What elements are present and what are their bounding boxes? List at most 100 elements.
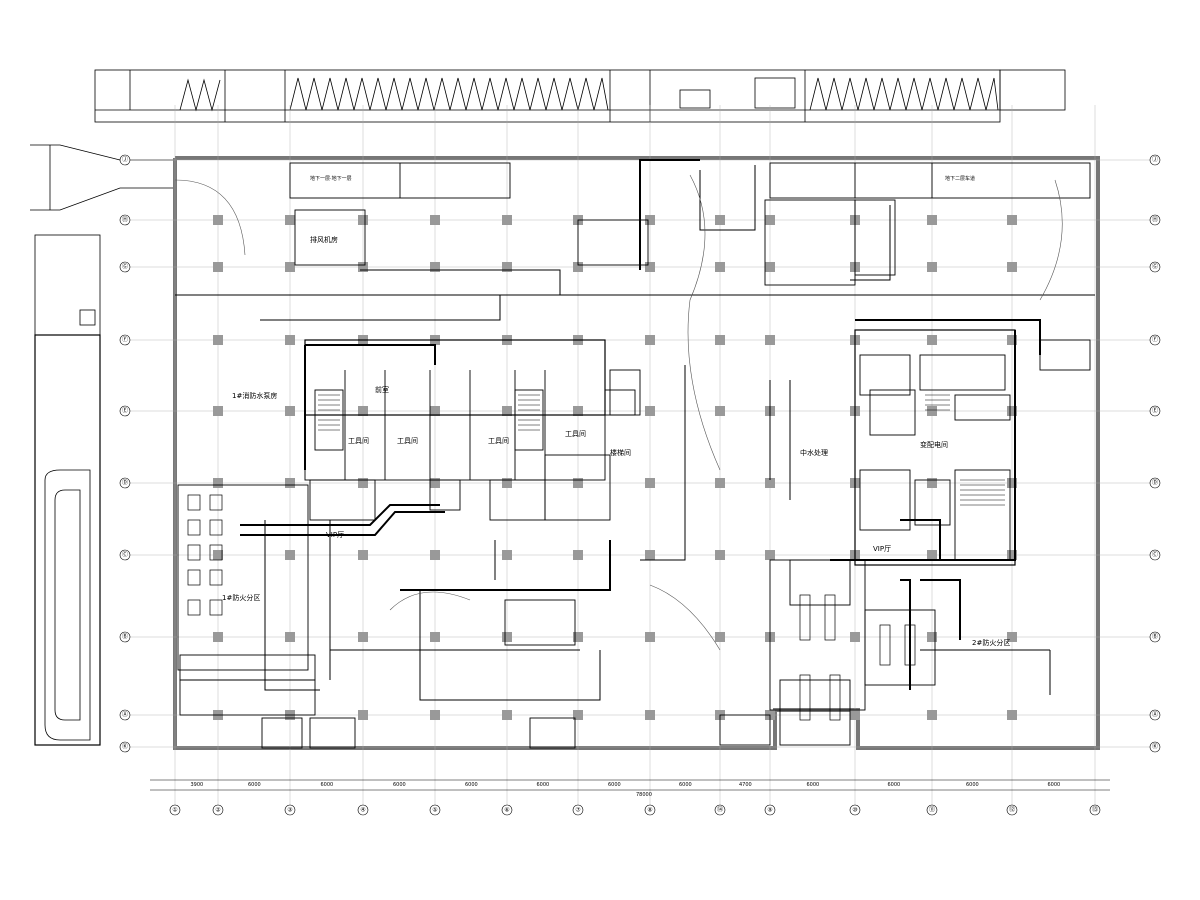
dimension-segment: 6000 bbox=[465, 782, 478, 788]
row-axis-label: Ⓐ bbox=[122, 711, 128, 719]
column bbox=[645, 262, 655, 272]
row-axis-bubble bbox=[1149, 154, 1161, 166]
dimension-segment: 6000 bbox=[679, 782, 692, 788]
column bbox=[358, 215, 368, 225]
room-label-vip-1: VIP厅 bbox=[326, 531, 344, 539]
row-axis-label: Ⓒ bbox=[1152, 551, 1158, 559]
column-axis-label: ⑥ bbox=[504, 807, 509, 814]
column bbox=[715, 335, 725, 345]
column bbox=[927, 632, 937, 642]
column bbox=[358, 262, 368, 272]
column-axis-label: ⑪ bbox=[929, 806, 935, 814]
row-axis-label: Ⓑ bbox=[1152, 633, 1158, 641]
dimension-line bbox=[150, 779, 1110, 791]
row-axis-bubble bbox=[119, 154, 131, 166]
row-axis-bubble bbox=[119, 741, 131, 753]
column bbox=[645, 632, 655, 642]
column bbox=[213, 262, 223, 272]
outer-wall bbox=[173, 156, 1100, 750]
column bbox=[645, 710, 655, 720]
row-axis-label: Ⓓ bbox=[1152, 479, 1158, 487]
column bbox=[430, 710, 440, 720]
row-axis-bubble bbox=[119, 334, 131, 346]
column bbox=[1007, 550, 1017, 560]
column bbox=[502, 262, 512, 272]
column bbox=[927, 215, 937, 225]
column-axis-label: ⑤ bbox=[432, 807, 437, 814]
column bbox=[645, 215, 655, 225]
column-axis-label: ⑦ bbox=[575, 807, 581, 814]
dimension-segment: 6000 bbox=[1048, 782, 1061, 788]
room-label-tool-2: 工具间 bbox=[397, 437, 418, 445]
dimension-segment: 6000 bbox=[321, 782, 334, 788]
column bbox=[213, 406, 223, 416]
column-axis-bubble bbox=[284, 804, 296, 816]
column bbox=[1007, 632, 1017, 642]
column bbox=[1007, 710, 1017, 720]
column bbox=[1007, 215, 1017, 225]
interior-walls bbox=[177, 162, 1091, 749]
column-axis-label: ⑨ bbox=[767, 807, 772, 814]
column bbox=[715, 478, 725, 488]
column bbox=[502, 550, 512, 560]
row-axis-label: Ⓚ bbox=[1152, 743, 1158, 751]
column bbox=[285, 335, 295, 345]
column bbox=[573, 710, 583, 720]
column bbox=[358, 478, 368, 488]
column bbox=[358, 550, 368, 560]
room-label-tool-3: 工具间 bbox=[488, 437, 509, 445]
column bbox=[502, 215, 512, 225]
room-label-top-a: 地下一层·地下一层 bbox=[310, 175, 352, 182]
dimension-segment: 4700 bbox=[739, 782, 752, 788]
row-axis-label: Ⓙ bbox=[122, 156, 128, 164]
zone-arcs bbox=[174, 174, 1063, 651]
column bbox=[715, 215, 725, 225]
column bbox=[927, 550, 937, 560]
row-axis-bubble bbox=[1149, 631, 1161, 643]
room-label-substation: 变配电间 bbox=[920, 440, 948, 449]
column bbox=[285, 262, 295, 272]
column-axis-bubble bbox=[764, 804, 776, 816]
room-label-pump-zone: 1#消防水泵房 bbox=[232, 391, 277, 400]
dimension-segment: 6000 bbox=[248, 782, 261, 788]
column bbox=[645, 335, 655, 345]
row-axis-label: Ⓗ bbox=[1152, 216, 1158, 224]
column bbox=[1007, 406, 1017, 416]
row-axis-label: Ⓕ bbox=[1152, 336, 1158, 344]
column bbox=[573, 478, 583, 488]
column-axis-bubble bbox=[572, 804, 584, 816]
row-axis-bubble bbox=[1149, 405, 1161, 417]
column bbox=[573, 262, 583, 272]
column bbox=[358, 632, 368, 642]
column bbox=[213, 215, 223, 225]
room-label-fire-zone-1: 1#防火分区 bbox=[222, 593, 260, 602]
row-axis-label: Ⓚ bbox=[122, 743, 128, 751]
room-labels: 1#消防水泵房 1#防火分区 2#防火分区 工具间 工具间 工具间 工具间 VI… bbox=[222, 175, 1010, 647]
column-axis-bubble bbox=[169, 804, 181, 816]
column-axis-label: ⑧ bbox=[647, 807, 652, 814]
dimension-segment: 6000 bbox=[888, 782, 901, 788]
column bbox=[715, 406, 725, 416]
column-axis-bubble bbox=[1089, 804, 1101, 816]
column-axis-label: ⑭ bbox=[717, 806, 723, 814]
column bbox=[358, 406, 368, 416]
column bbox=[573, 406, 583, 416]
dimension-total: 78000 bbox=[636, 792, 652, 798]
column-axis-label: ④ bbox=[360, 807, 365, 814]
dimension-segment: 6000 bbox=[966, 782, 979, 788]
row-axis-bubble bbox=[1149, 334, 1161, 346]
row-axis-bubble bbox=[119, 214, 131, 226]
row-axis-bubble bbox=[119, 405, 131, 417]
row-axis-bubble bbox=[119, 549, 131, 561]
dimension-segment: 3900 bbox=[191, 782, 204, 788]
row-axis-bubble bbox=[1149, 741, 1161, 753]
column bbox=[645, 406, 655, 416]
column bbox=[1007, 478, 1017, 488]
room-label-top-b: 地下二层车道 bbox=[945, 175, 975, 182]
left-side-structures bbox=[30, 144, 175, 746]
column bbox=[645, 550, 655, 560]
top-ramp-strip bbox=[94, 69, 1066, 123]
